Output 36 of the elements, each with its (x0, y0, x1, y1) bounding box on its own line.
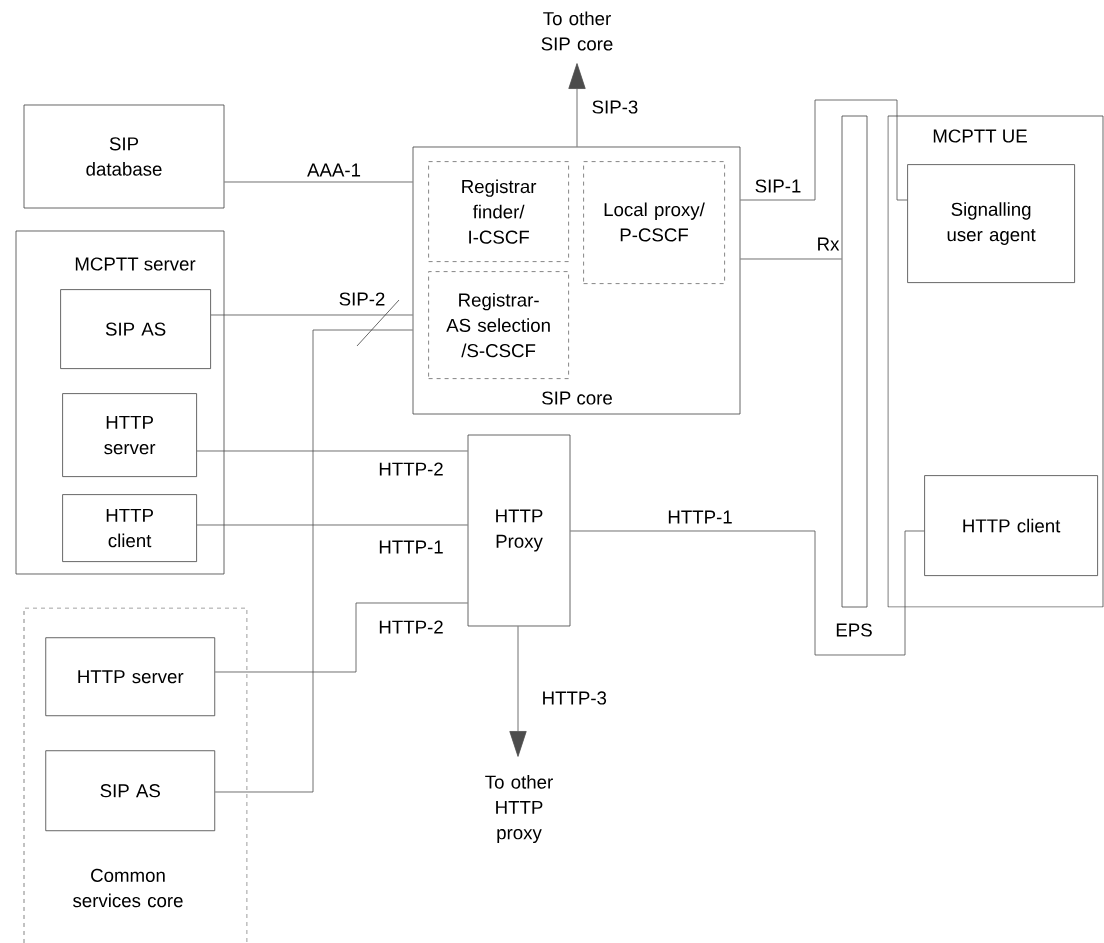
connector (196, 524, 468, 526)
component-box: HTTP client (62, 494, 197, 562)
connector (568, 63, 586, 147)
edge-label: HTTP-1 (668, 510, 732, 524)
connector (740, 99, 908, 201)
edge-label: HTTP-2 (379, 620, 443, 634)
component-box: HTTP server (62, 393, 197, 477)
function-box: Local proxy/ P-CSCF (583, 161, 725, 284)
function-box: Registrar finder/ I-CSCF (428, 161, 569, 262)
component-box: SIP AS (60, 289, 211, 369)
edge-label: SIP-1 (755, 179, 801, 193)
connector (740, 258, 842, 260)
component-box: SIP AS (45, 750, 216, 832)
connector (224, 181, 413, 183)
component-box: HTTP Proxy (467, 434, 571, 627)
destination-text: To other HTTP proxy (485, 774, 553, 843)
connector (570, 530, 925, 656)
destination-text: To other SIP core (541, 11, 613, 51)
connector (509, 626, 527, 757)
component-box: Signalling user agent (907, 164, 1075, 283)
edge-label: SIP-3 (592, 100, 638, 114)
component-box: SIP database (23, 104, 225, 209)
edge-label: HTTP-3 (543, 691, 607, 705)
edge-label: AAA-1 (307, 163, 361, 177)
component-box: HTTP server (45, 637, 216, 717)
edge-label: Rx (818, 237, 840, 251)
connector (196, 450, 468, 452)
connector (214, 329, 413, 793)
component-box: HTTP client (924, 475, 1098, 576)
connector (210, 314, 413, 316)
edge-label: SIP-2 (339, 292, 385, 306)
edge-label: HTTP-2 (379, 462, 443, 476)
edge-label: HTTP-1 (379, 540, 443, 554)
function-box: Registrar-AS selection /S-CSCF (428, 271, 569, 379)
node-label: EPS (836, 623, 872, 637)
connector (214, 602, 468, 673)
